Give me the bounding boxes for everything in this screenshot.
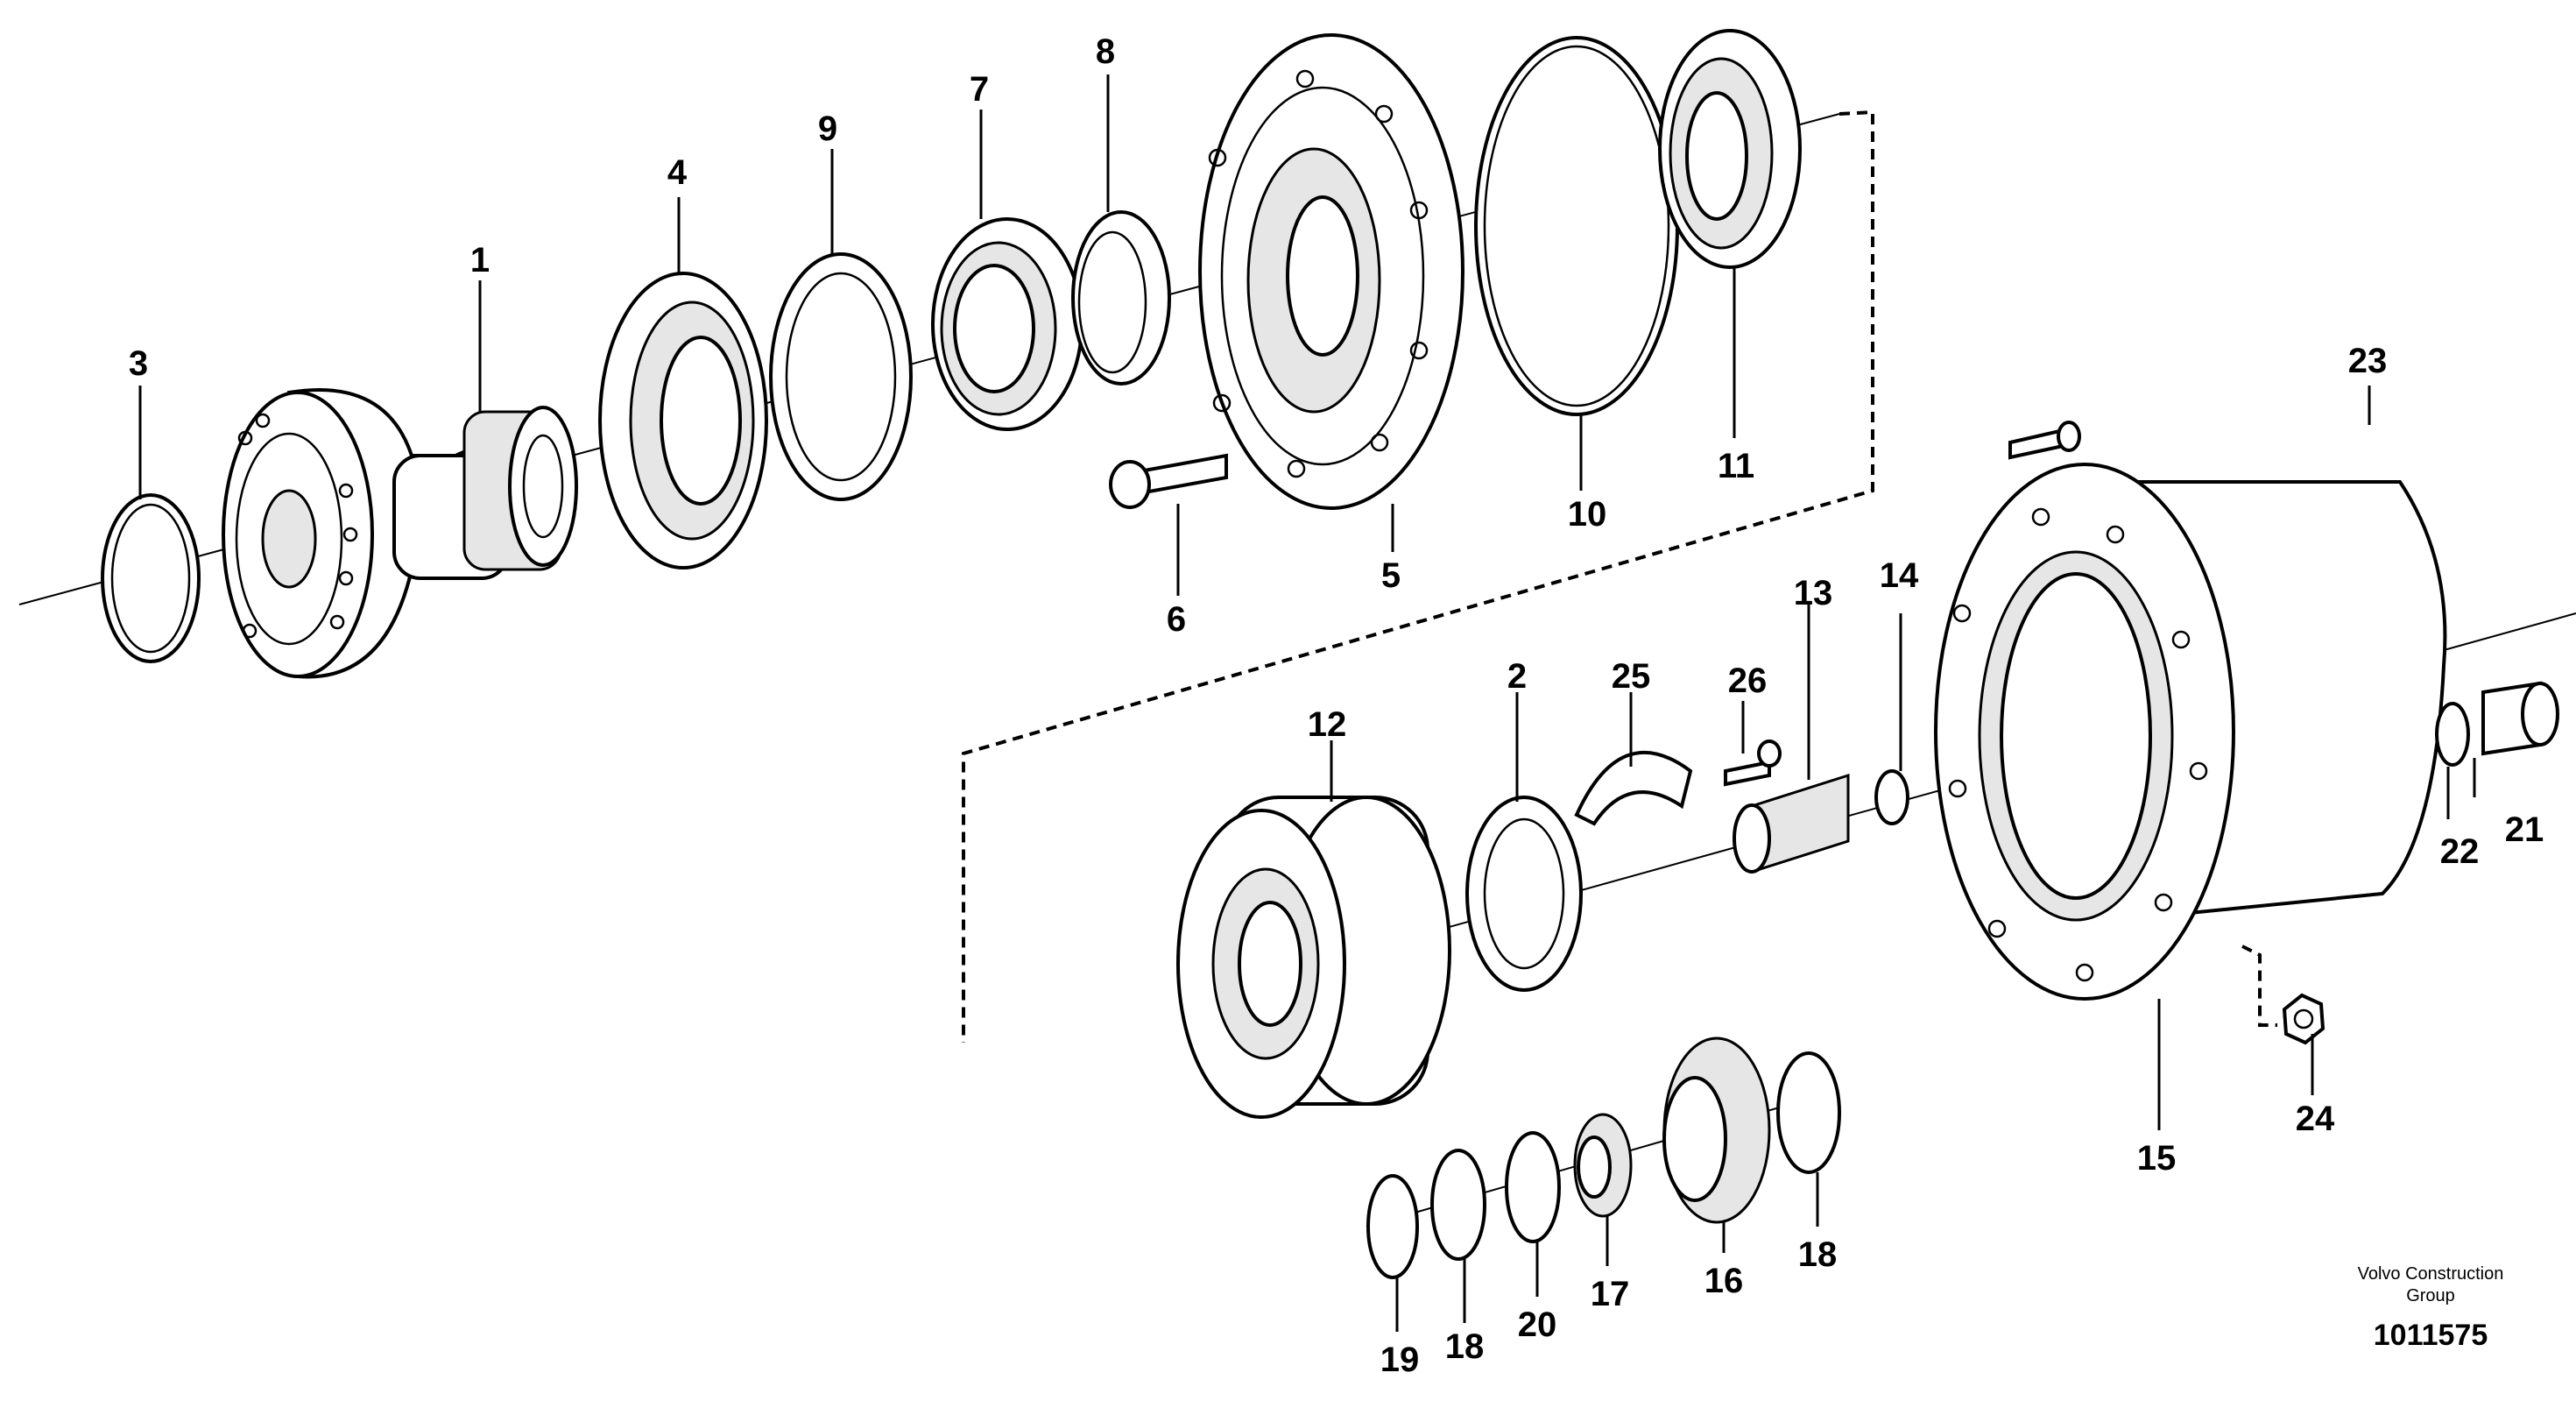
callout-3: 3: [129, 344, 148, 383]
part-8-race: [1071, 210, 1171, 386]
callout-6: 6: [1167, 600, 1186, 639]
callout-11: 11: [1718, 447, 1754, 485]
part-11-bearing: [1658, 29, 1802, 269]
callout-17: 17: [1591, 1275, 1630, 1313]
part-3-o-ring: [101, 493, 201, 663]
callout-18-left: 18: [1445, 1327, 1485, 1366]
callout-8: 8: [1096, 32, 1115, 71]
part-2-lock-nut: [1465, 796, 1583, 992]
part-6-bolt: [1109, 453, 1228, 509]
callout-4: 4: [667, 153, 688, 192]
part-12-planet-carrier: [1176, 796, 1451, 1119]
part-1-hub: [222, 388, 578, 679]
callout-25: 25: [1612, 657, 1651, 696]
part-9-seal: [769, 252, 913, 501]
callout-19: 19: [1380, 1341, 1420, 1379]
part-15-housing: [1934, 463, 2447, 1001]
dashed-connector-upper: [962, 110, 1874, 1043]
part-13-sun-shaft: [1733, 773, 1850, 874]
callout-21: 21: [2505, 810, 2544, 849]
callout-9: 9: [818, 110, 837, 148]
part-23-screw: [2008, 421, 2081, 460]
callout-23: 23: [2348, 342, 2388, 380]
part-18-circlip-a: [1430, 1149, 1486, 1261]
callout-10: 10: [1568, 495, 1607, 534]
part-4-seal: [598, 272, 768, 570]
part-14-washer: [1874, 769, 1909, 825]
part-19-circlip: [1366, 1174, 1419, 1279]
part-25-lock-plate: [1574, 750, 1693, 826]
part-16-planet-gear: [1662, 1037, 1771, 1224]
credit-line-1: Volvo Construction: [2358, 1264, 2504, 1284]
callout-7: 7: [970, 70, 989, 109]
callout-5: 5: [1381, 556, 1401, 595]
callout-14: 14: [1880, 556, 1919, 595]
leader-lines: [138, 74, 2476, 1332]
part-24-nut: [2282, 993, 2325, 1045]
part-10-o-ring: [1474, 36, 1679, 416]
credit-line-2: Group: [2406, 1286, 2455, 1305]
part-26-screw: [1724, 739, 1782, 787]
callout-2: 2: [1507, 657, 1527, 696]
callout-20: 20: [1518, 1305, 1557, 1344]
dashed-connector-nut: [2241, 945, 2277, 1027]
callout-24: 24: [2296, 1100, 2335, 1138]
part-7-bearing: [931, 217, 1083, 431]
document-number: 1011575: [2374, 1319, 2488, 1352]
part-18-circlip-b: [1776, 1051, 1841, 1174]
part-5-wheel-hub: [1198, 33, 1464, 510]
part-20-ring: [1505, 1131, 1561, 1243]
callout-13: 13: [1794, 574, 1833, 612]
callout-12: 12: [1308, 705, 1347, 744]
callout-15: 15: [2137, 1139, 2177, 1178]
callout-18-right: 18: [1798, 1235, 1838, 1274]
callout-22: 22: [2440, 832, 2480, 871]
part-21-plug: [2481, 681, 2559, 756]
callout-16: 16: [1704, 1262, 1744, 1300]
part-22-o-ring: [2435, 702, 2470, 767]
part-17-needle-bearing: [1573, 1113, 1633, 1218]
callout-26: 26: [1728, 662, 1768, 700]
callout-1: 1: [470, 241, 490, 279]
